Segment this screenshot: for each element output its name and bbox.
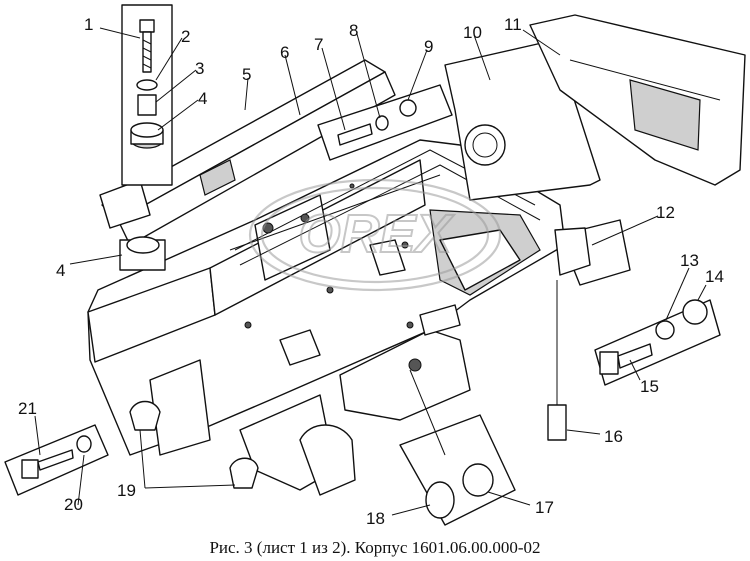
callout-4-bottom: 4 <box>56 261 65 280</box>
leader-lines <box>34 27 707 516</box>
callout-1: 1 <box>84 15 93 34</box>
callout-9: 9 <box>424 37 433 56</box>
pin-16 <box>547 280 567 441</box>
watermark-text: OREX <box>298 204 454 264</box>
callout-10: 10 <box>463 23 482 42</box>
callout-17: 17 <box>535 498 554 517</box>
callout-21: 21 <box>18 399 37 418</box>
callout-7: 7 <box>314 35 323 54</box>
plug-17-18 <box>399 369 516 526</box>
callout-14: 14 <box>705 267 724 286</box>
callout-12: 12 <box>656 203 675 222</box>
bolt-stack <box>121 4 173 186</box>
bolt-21-set <box>4 424 109 496</box>
callout-15: 15 <box>640 377 659 396</box>
callout-5: 5 <box>242 65 251 84</box>
clamps-19 <box>129 400 259 489</box>
figure-caption: Рис. 3 (лист 1 из 2). Корпус 1601.06.00.… <box>209 538 540 557</box>
callout-6: 6 <box>280 43 289 62</box>
bolt-7-set <box>317 84 453 161</box>
bolt-15-set <box>594 299 721 386</box>
housing-body <box>87 139 631 496</box>
callout-3: 3 <box>195 59 204 78</box>
washer-4-lower <box>119 236 166 271</box>
bracket-11 <box>529 14 746 186</box>
callout-8: 8 <box>349 21 358 40</box>
callout-18: 18 <box>366 509 385 528</box>
callout-labels: 1 2 3 4 4 5 6 7 8 9 10 11 12 13 14 15 16… <box>18 15 724 528</box>
callout-2: 2 <box>181 27 190 46</box>
callout-13: 13 <box>680 251 699 270</box>
callout-20: 20 <box>64 495 83 514</box>
callout-16: 16 <box>604 427 623 446</box>
guide-rails <box>99 59 396 246</box>
callout-11: 11 <box>504 15 522 34</box>
callout-4-top: 4 <box>198 89 207 108</box>
callout-19: 19 <box>117 481 136 500</box>
watermark-logo <box>248 178 502 292</box>
